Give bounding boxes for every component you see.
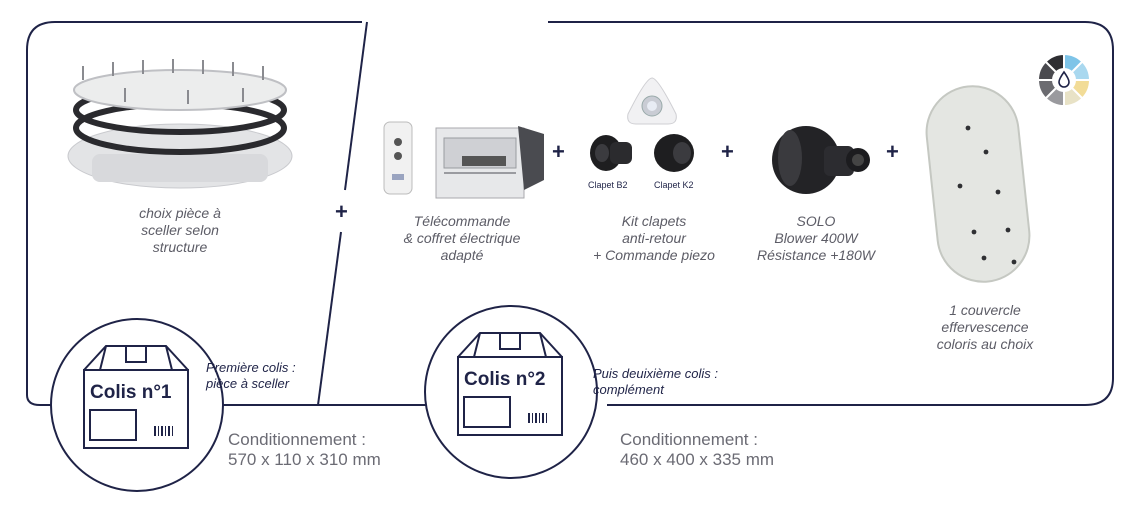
lid-caption: 1 couvercle effervescence coloris au cho… xyxy=(920,302,1050,353)
sealing-part-image xyxy=(67,59,293,189)
caption-line: structure xyxy=(152,239,208,255)
package-2-label: Puis deuixième colis : complément xyxy=(593,366,718,398)
packaging-dimensions: 570 x 110 x 310 mm xyxy=(228,450,381,469)
package-box-icon xyxy=(83,345,189,449)
caption-line: anti-retour xyxy=(622,230,686,246)
label-line: pièce à sceller xyxy=(206,376,290,391)
package-1-label: Première colis : pièce à sceller xyxy=(206,360,296,392)
piezo-button-image xyxy=(627,77,677,125)
caption-line: coloris au choix xyxy=(936,336,1034,352)
sealing-part-caption: choix pièce à sceller selon structure xyxy=(80,205,280,256)
package-box-icon xyxy=(457,332,563,436)
label-line: Puis deuixième colis : xyxy=(593,366,718,381)
caption-line: choix pièce à xyxy=(139,205,221,221)
caption-line: 1 couvercle xyxy=(949,302,1021,318)
valve-b2-image xyxy=(590,135,632,171)
caption-line: adapté xyxy=(440,247,484,263)
effervescence-lid-image xyxy=(925,85,1031,283)
plus-icon: + xyxy=(335,199,348,224)
valve-b2-label: Clapet B2 xyxy=(588,180,628,190)
packaging-title: Conditionnement : xyxy=(228,430,366,449)
caption-line: Télécommande xyxy=(413,213,511,229)
caption-line: Résistance +180W xyxy=(757,247,875,263)
package-2-title: Colis n°2 xyxy=(464,369,546,390)
package-2-packaging: Conditionnement : 460 x 400 x 335 mm xyxy=(620,430,774,470)
valve-kit-caption: Kit clapets anti-retour + Commande piezo xyxy=(570,213,738,264)
packaging-title: Conditionnement : xyxy=(620,430,758,449)
caption-line: SOLO xyxy=(796,213,836,229)
caption-line: sceller selon xyxy=(141,222,219,238)
plus-icon: + xyxy=(552,139,565,164)
package-2-circle: Colis n°2 xyxy=(424,305,598,479)
plus-icon: + xyxy=(721,139,734,164)
caption-line: & coffret électrique xyxy=(403,230,521,246)
caption-line: effervescence xyxy=(941,319,1029,335)
remote-box-caption: Télécommande & coffret électrique adapté xyxy=(378,213,546,264)
caption-line: + Commande piezo xyxy=(593,247,715,263)
package-1-title: Colis n°1 xyxy=(90,382,172,403)
plus-icon: + xyxy=(886,139,899,164)
caption-line: Blower 400W xyxy=(774,230,858,246)
electrical-box-image xyxy=(435,126,544,199)
packaging-dimensions: 460 x 400 x 335 mm xyxy=(620,450,775,469)
caption-line: Kit clapets xyxy=(621,213,687,229)
valve-k2-image xyxy=(654,134,694,172)
label-line: complément xyxy=(593,382,664,397)
package-1-packaging: Conditionnement : 570 x 110 x 310 mm xyxy=(228,430,381,470)
valve-k2-label: Clapet K2 xyxy=(654,180,694,190)
package-1-circle: Colis n°1 xyxy=(50,318,224,492)
blower-image xyxy=(772,126,870,194)
blower-caption: SOLO Blower 400W Résistance +180W xyxy=(742,213,890,264)
remote-control-image xyxy=(383,121,413,195)
label-line: Première colis : xyxy=(206,360,296,375)
color-choice-icon xyxy=(1036,52,1092,108)
